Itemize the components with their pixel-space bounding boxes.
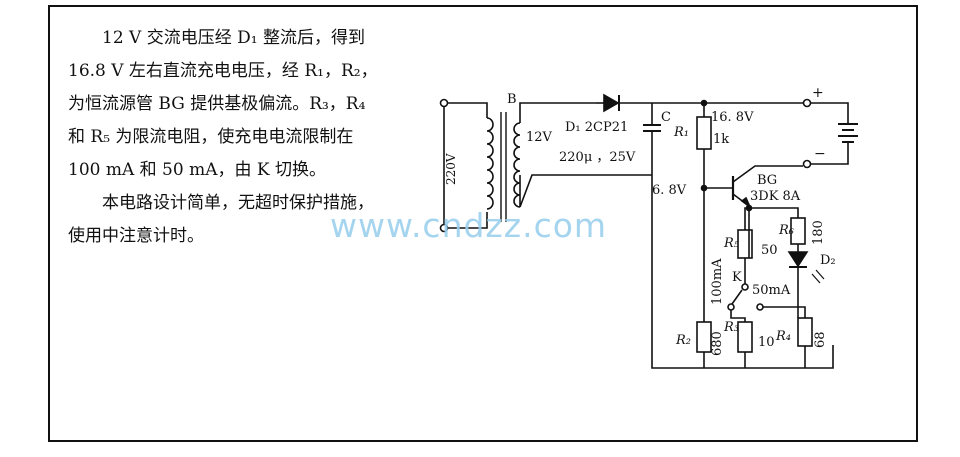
battery-minus-terminal [802, 159, 812, 169]
watermark-text: www.cndzz.com [330, 206, 608, 245]
R2-label: R₂ [675, 333, 691, 348]
capacitor-value-label: 220μ ，25V [559, 150, 636, 165]
resistor-R3: R₃ 10 [723, 320, 775, 368]
capacitor-label: C [661, 110, 671, 125]
secondary-voltage-label: 12V [526, 130, 553, 145]
rail-voltage-label: 16. 8V [711, 110, 754, 125]
positive-rail: 16. 8V + [700, 85, 824, 125]
R5-value-label: 50 [761, 243, 778, 258]
base-voltage-label: 6. 8V [652, 183, 687, 198]
resistor-R2: R₂ 680 [675, 188, 725, 368]
transformer-label: B [507, 92, 517, 107]
battery-plus-terminal [802, 98, 812, 108]
R6-label: R₆ [778, 223, 794, 238]
R6-value-label: 180 [811, 220, 826, 245]
resistor-R6: R₆ 180 [749, 207, 826, 245]
R4-value-label: 68 [813, 331, 828, 348]
resistor-R4: R₄ 68 [775, 282, 828, 368]
R2-value-label: 680 [710, 331, 725, 356]
R1-value-label: 1k [713, 132, 729, 147]
figure-frame [48, 5, 918, 442]
R5-label: R₅ [723, 236, 740, 251]
mains-voltage-label: 220V [444, 153, 458, 185]
mains-terminal-top [439, 98, 449, 108]
switch-K: K 100mA 50mA [710, 258, 806, 322]
diode-D1: D₁ 2CP21 [565, 93, 704, 135]
switch-K-pivot [741, 283, 749, 291]
diode-D1-label: D₁ 2CP21 [565, 120, 628, 135]
mains-input: 220V [439, 98, 488, 233]
R4-label: R₄ [775, 329, 791, 344]
resistor-R5: R₅ 50 [723, 207, 778, 280]
K-label: K [732, 270, 742, 285]
D2-label: D₂ [820, 253, 836, 268]
R3-value-label: 10 [758, 335, 775, 350]
R3-label: R₃ [723, 320, 739, 335]
circuit-description: 12 V 交流电压经 D₁ 整流后，得到 16.8 V 左右直流充电电压，经 R… [68, 22, 386, 253]
transistor-BG: BG 3DK 8A [704, 165, 803, 258]
switch-K-100mA-contact [727, 303, 735, 311]
BG-type-label: 3DK 8A [750, 189, 801, 204]
50mA-label: 50mA [752, 283, 791, 298]
transformer-B: B 12V [486, 92, 652, 222]
capacitor-C: C 220μ ，25V [559, 103, 834, 369]
BG-label: BG [757, 173, 777, 188]
description-paragraph-2: 本电路设计简单，无超时保护措施，使用中注意计时。 [68, 193, 374, 246]
plus-label: + [812, 85, 824, 101]
switch-K-50mA-contact [756, 303, 764, 311]
battery: − [802, 102, 858, 169]
resistor-R1: R₁ 1k 6. 8V [652, 103, 729, 198]
R1-label: R₁ [673, 125, 689, 140]
minus-label: − [814, 146, 826, 162]
led-D2: D₂ [787, 244, 836, 284]
100mA-label: 100mA [710, 258, 725, 305]
description-paragraph-1: 12 V 交流电压经 D₁ 整流后，得到 16.8 V 左右直流充电电压，经 R… [68, 28, 378, 180]
